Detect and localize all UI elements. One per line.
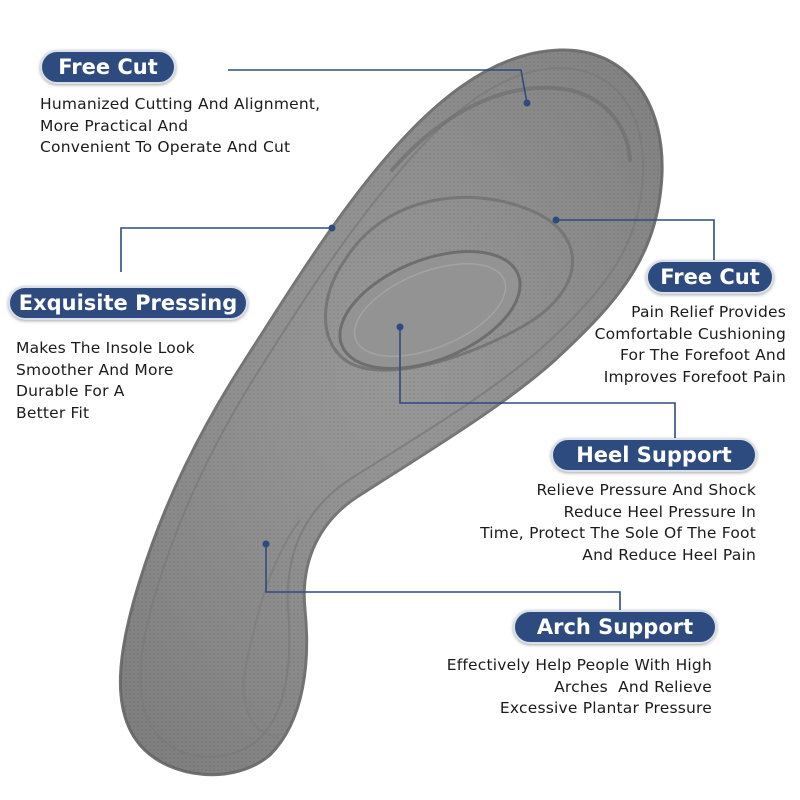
arch-support-line-1: Effectively Help People With High [446, 656, 712, 674]
free-cut-top-line-1: Humanized Cutting And Alignment, [40, 95, 321, 113]
free-cut-right-title: Free Cut [646, 260, 774, 294]
leader-free-cut-top [228, 69, 528, 104]
marker-arch-support [262, 540, 270, 548]
exquisite-pressing-line-1: Makes The Insole Look [16, 339, 195, 357]
insole-shading [120, 49, 663, 775]
exquisite-pressing-line-3: Durable For A [16, 382, 125, 400]
marker-heel-support [396, 323, 404, 331]
heel-support-line-1: Relieve Pressure And Shock [536, 481, 756, 499]
heel-support-line-4: And Reduce Heel Pain [582, 545, 756, 564]
marker-free-cut-right [552, 216, 560, 224]
exquisite-pressing-line-4: Better Fit [16, 403, 90, 422]
arch-support-line-3: Excessive Plantar Pressure [499, 699, 712, 717]
exquisite-pressing-line-2: Smoother And More [16, 360, 174, 379]
exquisite-pressing-description: Makes The Insole Look Smoother And More … [16, 338, 195, 424]
free-cut-top-title: Free Cut [40, 50, 176, 84]
forefoot-pad [324, 195, 574, 372]
free-cut-top-line-2: More Practical And [40, 116, 189, 135]
insole-inner-edge [139, 66, 645, 758]
marker-exquisite-pressing [328, 224, 336, 232]
leader-heel-support [399, 327, 676, 438]
free-cut-right-line-3: For The Forefoot And [619, 346, 786, 364]
heel-support-title: Heel Support [551, 438, 757, 472]
metatarsal-oval-inner [353, 262, 507, 358]
leader-arch-support [265, 544, 621, 610]
free-cut-right-line-1: Pain Relief Provides [631, 303, 786, 321]
heel-support-line-2: Reduce Heel Pressure In [563, 502, 756, 521]
free-cut-right-description: Pain Relief Provides Comfortable Cushion… [595, 302, 786, 388]
marker-free-cut-top [523, 99, 531, 107]
leader-exquisite-pressing [120, 227, 332, 272]
metatarsal-oval [338, 250, 522, 370]
heel-support-description: Relieve Pressure And Shock Reduce Heel P… [480, 480, 756, 566]
arch-support-title: Arch Support [513, 610, 717, 644]
heel-cup [242, 519, 301, 737]
arch-support-description: Effectively Help People With High Arches… [447, 655, 712, 720]
heel-support-line-3: Time, Protect The Sole Of The Foot [480, 524, 756, 542]
free-cut-top-description: Humanized Cutting And Alignment, More Pr… [40, 94, 320, 159]
free-cut-right-line-4: Improves Forefoot Pain [603, 367, 786, 386]
toe-groove [390, 85, 632, 172]
leader-free-cut-right [556, 219, 715, 262]
free-cut-right-line-2: Comfortable Cushioning [594, 324, 786, 343]
arch-support-line-2: Arches And Relieve [554, 677, 712, 696]
free-cut-top-line-3: Convenient To Operate And Cut [40, 138, 291, 156]
exquisite-pressing-title: Exquisite Pressing [8, 286, 248, 320]
